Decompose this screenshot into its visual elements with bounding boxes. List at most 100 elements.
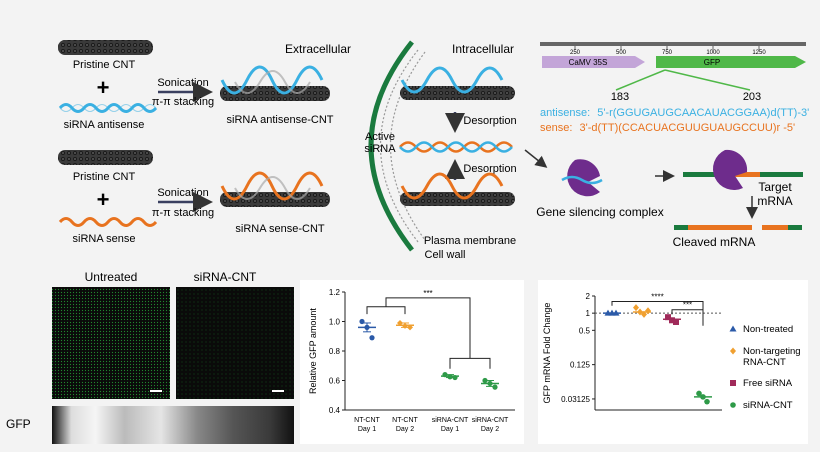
- desorption-label-1: Desorption: [463, 115, 516, 127]
- chart1-y-tick-label: 1.0: [329, 318, 341, 327]
- chart2-point: [665, 314, 671, 321]
- silencing-complex-label: Gene silencing complex: [536, 205, 663, 219]
- plasma-membrane-inner: [390, 51, 426, 241]
- pistack-label-1: π-π stacking: [152, 96, 214, 108]
- chart2-point: [700, 394, 706, 400]
- cleaved-mrna-left: [674, 225, 752, 230]
- ruler-tick-label: 500: [616, 50, 627, 56]
- ruler-tick-label: 250: [570, 50, 581, 56]
- chart2-y-tick-label: 0.03125: [561, 395, 590, 404]
- desorption-label-2: Desorption: [463, 163, 516, 175]
- chart1-point: [447, 374, 453, 380]
- antisense-cnt-label: siRNA antisense-CNT: [227, 114, 334, 126]
- chart2-background: [538, 280, 808, 444]
- sirna-cnt-scalebar: [272, 390, 284, 392]
- antisense-cnt-tube: [220, 86, 330, 101]
- chart1-x-tick-label: siRNA-CNT: [432, 417, 469, 424]
- pristine-cnt-icon-2: [58, 150, 153, 165]
- gfp-gene-arrow: [656, 56, 806, 68]
- gfp-gene-label: GFP: [704, 58, 720, 67]
- plus-sign-2: +: [97, 187, 110, 212]
- chart2-ylabel: GFP mRNA Fold Change: [542, 303, 552, 404]
- chart2-point: [730, 380, 736, 386]
- intracellular-cnt-top: [400, 86, 515, 100]
- sirna-sense-label: siRNA sense: [73, 233, 136, 245]
- chart1-y-tick-label: 0.6: [329, 377, 341, 386]
- chart2-point: [696, 390, 702, 397]
- chart1-point: [452, 374, 458, 381]
- chart2-legend-label: Non-treated: [743, 324, 793, 335]
- chart2-legend-label: Non-targeting: [743, 346, 801, 357]
- untreated-image: [52, 287, 170, 399]
- desorption-panel: Desorption Desorption: [399, 66, 548, 206]
- chart1-x-tick-label: Day 2: [481, 426, 499, 433]
- chart1-ylabel: Relative GFP amount: [308, 308, 318, 394]
- chart1-background: [300, 280, 524, 444]
- chart2-point: [673, 318, 679, 325]
- sonication-label-2: Sonication: [157, 187, 208, 199]
- chart2-point: [612, 309, 620, 316]
- ruler-tick-label: 750: [662, 50, 673, 56]
- chart2-y-tick-label: 0.125: [570, 361, 591, 370]
- chart2-legend-label: siRNA-CNT: [743, 400, 793, 411]
- pos-end: 203: [743, 91, 761, 103]
- plasma-membrane-outer: [379, 49, 419, 243]
- extracellular-label: Extracellular: [285, 42, 351, 56]
- cleaved-mrna-right: [762, 225, 802, 230]
- untreated-label: Untreated: [85, 270, 138, 284]
- sense-cnt-tube: [220, 192, 330, 207]
- antisense-seq-line: antisense: 5'-r(GGUGAUGCAACAUACGGAA)d(TT…: [540, 107, 809, 119]
- chart2-y-tick-label: 2: [586, 292, 591, 301]
- pristine-cnt-label-1: Pristine CNT: [73, 59, 136, 71]
- chart1-point: [487, 380, 493, 387]
- sense-strand-icon: [58, 217, 158, 227]
- cell-wall-label: Cell wall: [425, 249, 466, 261]
- sirna-cnt-image: [176, 287, 294, 399]
- chart1-bracket-top: [385, 297, 471, 359]
- chart2-bracket-inner: [671, 309, 704, 315]
- chart1-x-tick-label: NT-CNT: [392, 417, 418, 424]
- chart1-significance: ***: [423, 289, 432, 298]
- sense-cnt-label: siRNA sense-CNT: [235, 223, 325, 235]
- plus-sign-1: +: [97, 75, 110, 100]
- pristine-cnt-icon: [58, 40, 153, 55]
- chart2-legend-label: Free siRNA: [743, 378, 793, 389]
- active-sirna-duplex-b: [399, 141, 513, 153]
- intracellular-label: Intracellular: [452, 42, 514, 56]
- assembly-panel: Pristine CNT + siRNA antisense Sonicatio…: [58, 40, 334, 245]
- sense-seq-line: sense: 3'-d(TT)(CCACUACGUUGUAUGCCUU)r -5…: [540, 122, 795, 134]
- antisense-cnt-helix: [220, 65, 324, 95]
- pos-start: 183: [611, 91, 629, 103]
- ruler-tick-label: 1250: [752, 50, 766, 56]
- chart1-x-tick-label: Day 1: [358, 426, 376, 433]
- plasma-membrane-label: Plasma membrane: [424, 235, 516, 247]
- untreated-scalebar: [150, 390, 162, 392]
- risc-protein-icon: [567, 159, 600, 197]
- chart1-point: [364, 324, 370, 330]
- chart1-y-tick-label: 0.4: [329, 406, 341, 415]
- cleaved-mrna-label: Cleaved mRNA: [673, 235, 756, 249]
- sirna-cnt-image-label: siRNA-CNT: [194, 270, 257, 284]
- chart1-y-tick-label: 0.8: [329, 347, 341, 356]
- chart1-x-tick-label: NT-CNT: [354, 417, 380, 424]
- camv-promoter: [542, 56, 645, 68]
- chart2-point: [633, 304, 639, 312]
- chart2-legend-label: RNA-CNT: [743, 357, 786, 368]
- chart1-point: [369, 335, 375, 341]
- chart1-point: [359, 318, 365, 325]
- chart2-point: [641, 310, 647, 318]
- chart2-y-tick-label: 0.5: [579, 326, 591, 335]
- chart2-y-tick-label: 1: [586, 309, 591, 318]
- sirna-antisense-label: siRNA antisense: [64, 119, 145, 131]
- chart2-point: [730, 347, 736, 355]
- chart2-point: [729, 325, 737, 332]
- gfp-western-blot: [52, 406, 294, 444]
- chart1-point: [407, 324, 413, 331]
- microscopy-panel: Untreated siRNA-CNT GFP: [6, 270, 294, 444]
- gfp-blot-label: GFP: [6, 417, 31, 431]
- zoom-triangle: [615, 69, 751, 91]
